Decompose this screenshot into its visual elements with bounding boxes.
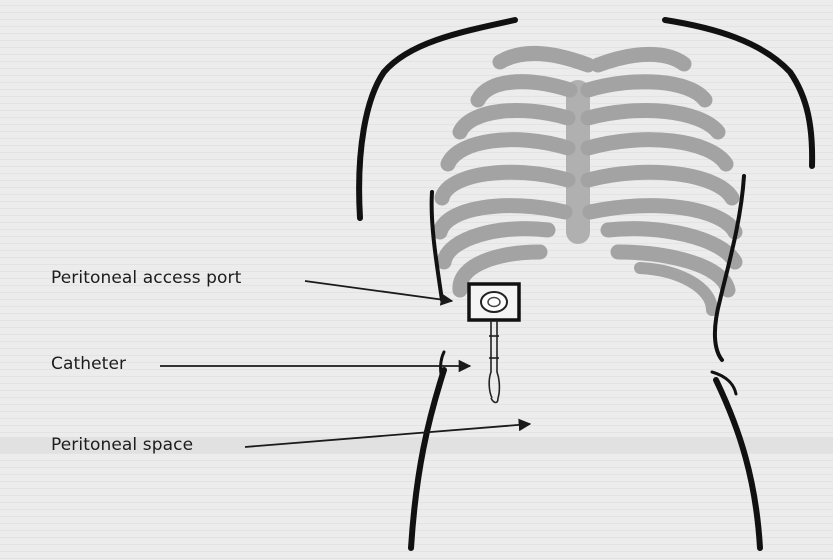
- label-peritoneal-access-port: Peritoneal access port: [51, 268, 241, 288]
- access-port-device: [469, 284, 519, 320]
- label-peritoneal-space: Peritoneal space: [51, 435, 193, 455]
- label-catheter: Catheter: [51, 354, 126, 374]
